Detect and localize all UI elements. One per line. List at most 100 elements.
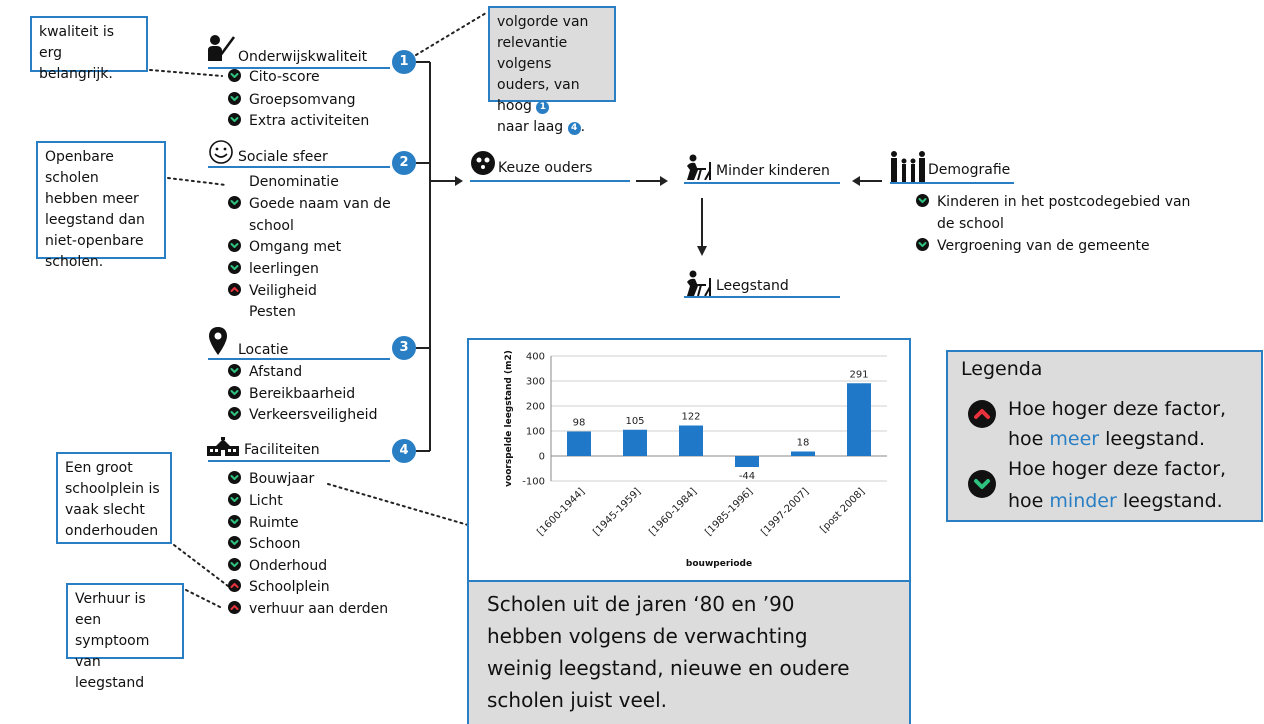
factor-title-sociale-sfeer: Sociale sfeer [238, 149, 328, 165]
decrease-icon [228, 113, 241, 126]
factor-item: Omgang met [228, 237, 341, 257]
decrease-icon [228, 515, 241, 528]
factor-item: Goede naam van de [228, 194, 391, 214]
factor-item: Onderhoud [228, 556, 327, 576]
note-order-line: volgorde van [497, 14, 589, 30]
x-tick-label: [1600-1944] [535, 486, 587, 538]
note-playground-line: schoolplein is [65, 481, 160, 497]
flow-underline [684, 182, 840, 184]
decrease-icon [916, 194, 929, 207]
note-rental-line: leegstand [75, 675, 145, 691]
legend-up-line1: Hoe hoger deze factor, [1008, 398, 1227, 420]
school-building-icon [207, 437, 239, 456]
factor-item: school [249, 218, 294, 234]
factor-number-3: 3 [392, 336, 416, 360]
flow-title-leegstand: Leegstand [716, 278, 789, 294]
x-axis-label: bouwperiode [686, 559, 752, 569]
note-public-line: leegstand dan [45, 212, 145, 228]
factor-item: Schoon [228, 534, 300, 554]
bar [791, 451, 815, 456]
y-axis-label: voorspelde leegstand (m2) [504, 350, 514, 487]
decrease-icon [228, 92, 241, 105]
factor-number-2: 2 [392, 151, 416, 175]
factor-underline [208, 166, 390, 168]
legend-down-icon [968, 470, 996, 498]
note-playground-line: vaak slecht [65, 502, 145, 518]
bar [735, 456, 759, 467]
decrease-icon [228, 386, 241, 399]
demographic-item: Vergroening van de gemeente [916, 236, 1150, 256]
note-playground: Een groot schoolplein is vaak slecht ond… [56, 452, 172, 544]
caption-line: scholen juist veel. [487, 688, 667, 712]
data-label: 98 [573, 418, 586, 429]
y-tick-label: 200 [526, 402, 545, 413]
bar [567, 431, 591, 456]
x-tick-label: [1985-1996] [703, 486, 755, 538]
decrease-icon [228, 364, 241, 377]
note-quality-line: kwaliteit is erg [39, 24, 115, 61]
data-label: 291 [849, 369, 868, 380]
note-public-line: hebben meer [45, 191, 139, 207]
factor-item: Veiligheid [228, 281, 317, 301]
flow-underline [470, 180, 630, 182]
decrease-icon [228, 558, 241, 571]
legend-down-line1: Hoe hoger deze factor, [1008, 458, 1227, 480]
factor-underline [208, 460, 390, 462]
factor-item: Afstand [228, 362, 302, 382]
x-tick-label: [1960-1984] [647, 486, 699, 538]
demographic-item: Kinderen in het postcodegebied van [916, 192, 1190, 212]
factor-item: Bouwjaar [228, 469, 314, 489]
factor-item: leerlingen [228, 259, 319, 279]
legend-box: Legenda Hoe hoger deze factor, hoe meer … [946, 350, 1263, 522]
factor-number-1: 1 [392, 50, 416, 74]
factor-underline [208, 67, 390, 69]
factor-item: Pesten [249, 304, 296, 320]
flow-underline [684, 296, 840, 298]
y-tick-label: 0 [539, 452, 545, 463]
decrease-icon [228, 471, 241, 484]
x-tick-label: [1945-1959] [591, 486, 643, 538]
y-tick-label: 300 [526, 377, 545, 388]
note-order: volgorde van relevantie volgens ouders, … [488, 6, 616, 135]
legend-up-icon [968, 400, 996, 428]
data-label: 18 [797, 438, 810, 449]
y-tick-label: 100 [526, 427, 545, 438]
note-order-line: ouders, van hoog 1 [497, 77, 580, 114]
legend-up-line2: hoe meer leegstand. [1008, 428, 1206, 450]
note-quality-line: belangrijk. [39, 66, 113, 82]
note-public-line: Openbare scholen [45, 149, 114, 186]
factor-item: Extra activiteiten [228, 111, 369, 131]
decrease-icon [228, 239, 241, 252]
increase-icon [228, 579, 241, 592]
note-public-line: scholen. [45, 254, 104, 270]
flow-title-keuze-ouders: Keuze ouders [498, 160, 593, 176]
caption-line: hebben volgens de verwachting [487, 624, 808, 648]
caption-line: weinig leegstand, nieuwe en oudere [487, 656, 850, 680]
factor-number-4: 4 [392, 439, 416, 463]
teacher-icon [208, 35, 236, 61]
factor-title-locatie: Locatie [238, 342, 289, 358]
increase-icon [228, 283, 241, 296]
data-label: 122 [681, 412, 700, 423]
y-tick-label: 400 [526, 352, 545, 363]
x-tick-label: [post 2008] [818, 486, 867, 535]
note-playground-line: Een groot [65, 460, 133, 476]
factor-item: Denominatie [249, 174, 339, 190]
decrease-icon [228, 261, 241, 274]
factor-title-onderwijskwaliteit: Onderwijskwaliteit [238, 49, 368, 65]
data-label: -44 [739, 471, 755, 482]
factor-item: verhuur aan derden [228, 599, 388, 619]
decrease-icon [228, 69, 241, 82]
note-rental-line: Verhuur is een [75, 591, 146, 628]
increase-icon [228, 601, 241, 614]
factor-item: Licht [228, 491, 283, 511]
decrease-icon [916, 238, 929, 251]
flow-title-minder-kinderen: Minder kinderen [716, 163, 830, 179]
factor-item: Groepsomvang [228, 90, 355, 110]
note-quality: kwaliteit is erg belangrijk. [30, 16, 148, 82]
factor-item: Schoolplein [228, 577, 330, 597]
note-order-line: naar laag 4. [497, 119, 586, 135]
classroom-icon [687, 154, 711, 180]
